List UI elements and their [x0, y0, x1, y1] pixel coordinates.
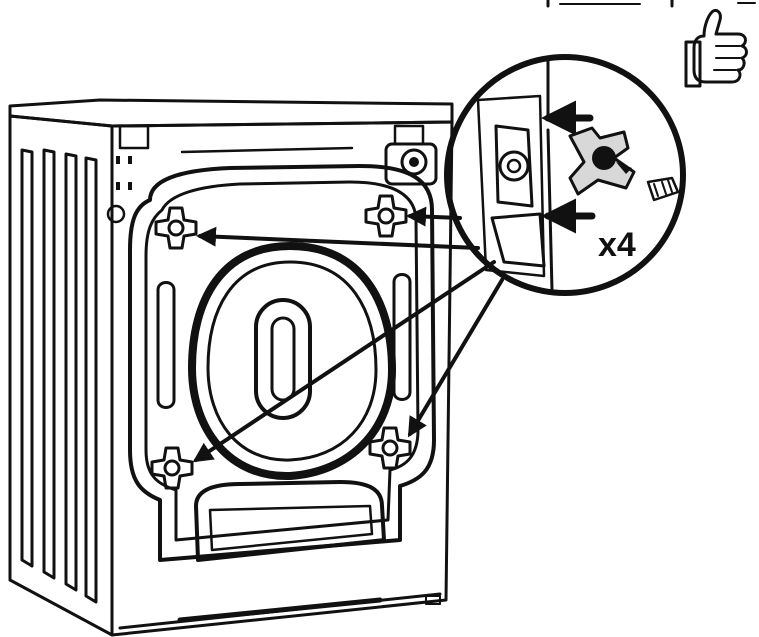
hose-outlet — [384, 142, 438, 186]
callout-bolt-mount — [494, 124, 534, 208]
transit-bolt-bottom-right — [368, 426, 412, 470]
plug-icon — [646, 176, 680, 202]
washing-machine-rear — [8, 98, 454, 637]
top-edge-marks — [546, 0, 756, 8]
transit-bolt-bottom-left — [150, 446, 194, 490]
spacer-icon — [568, 126, 636, 196]
callout-magnifier: x4 — [444, 54, 686, 296]
transit-bolt-top-right — [364, 194, 408, 238]
bolt-count-label: x4 — [598, 226, 636, 264]
pointer-arrows — [192, 206, 504, 463]
arrow-icon — [541, 100, 596, 234]
thumbs-up-icon — [684, 8, 748, 88]
transit-bolt-top-left — [154, 206, 198, 250]
